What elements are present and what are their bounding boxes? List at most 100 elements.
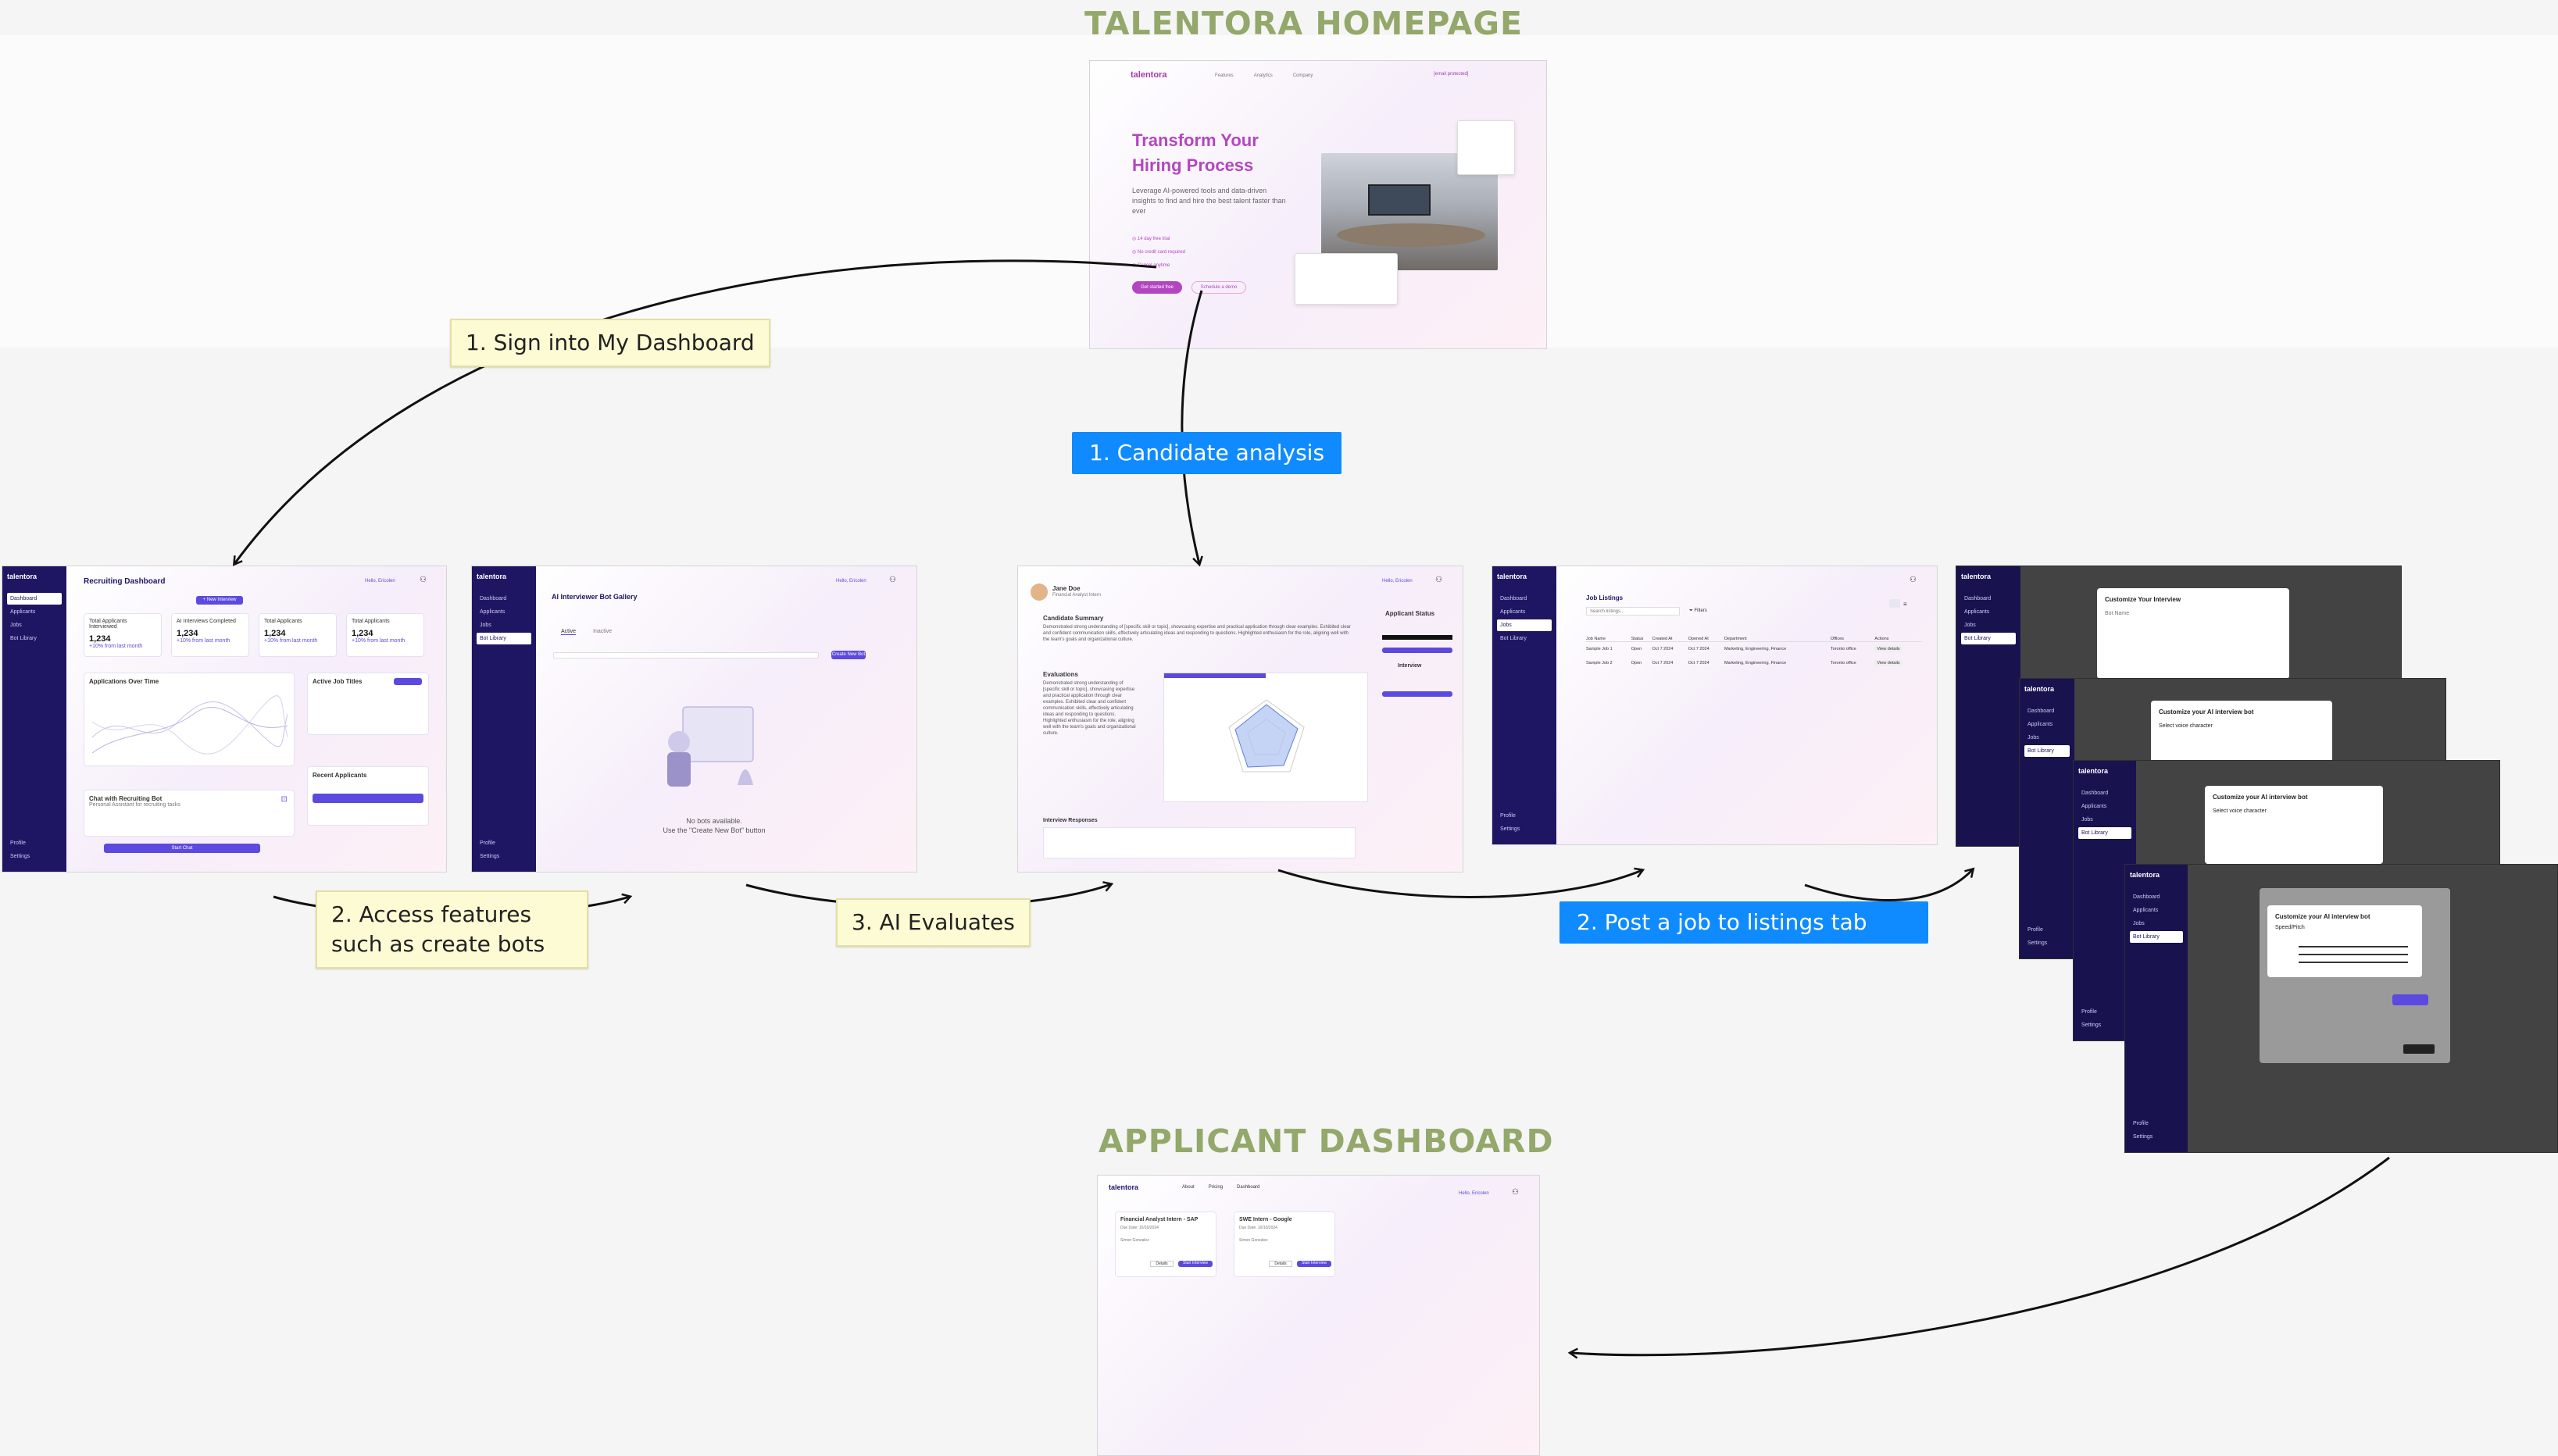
sidebar-item-dashboard[interactable]: Dashboard	[1964, 596, 1992, 601]
status-update-button[interactable]	[1382, 648, 1452, 653]
nav-item-dashboard[interactable]: Dashboard	[1237, 1185, 1260, 1190]
customize-modal[interactable]: Customize your AI interview bot Select v…	[2205, 786, 2383, 864]
sidebar-item-dashboard[interactable]: Dashboard	[1500, 596, 1527, 601]
sidebar-item-bot-library[interactable]: Bot Library	[2130, 931, 2183, 943]
sidebar-item-profile[interactable]: Profile	[2027, 927, 2043, 933]
start-chat-button[interactable]: Start Chat	[104, 844, 260, 853]
start-interview-button[interactable]: Start Interview	[1297, 1261, 1331, 1267]
sidebar-item-jobs[interactable]: Jobs	[10, 623, 22, 628]
status-select[interactable]	[1382, 635, 1452, 640]
sidebar-item-bot-library[interactable]: Bot Library	[2078, 827, 2131, 839]
sidebar-item-bot-library[interactable]: Bot Library	[10, 636, 37, 641]
sidebar-item-settings[interactable]: Settings	[2027, 940, 2048, 946]
sidebar-item-applicants[interactable]: Applicants	[2027, 722, 2053, 727]
user-icon[interactable]: ⚇	[420, 576, 427, 584]
speed-slider[interactable]	[2299, 946, 2408, 947]
search-input[interactable]	[1586, 607, 1680, 616]
sidebar-item-bot-library[interactable]: Bot Library	[2024, 745, 2070, 757]
sidebar-item-applicants[interactable]: Applicants	[1964, 609, 1990, 615]
view-details-button[interactable]: View details	[1874, 645, 1902, 652]
sidebar-item-jobs[interactable]: Jobs	[2081, 817, 2093, 823]
interview-action-button[interactable]	[1382, 691, 1452, 697]
job-listings-screen[interactable]: talentora Dashboard Applicants Jobs Bot …	[1492, 566, 1938, 845]
user-icon[interactable]: ⚇	[889, 576, 896, 584]
summary-text: Demonstrated strong understanding of [sp…	[1043, 625, 1351, 642]
customize-screen-4[interactable]: talentora Dashboard Applicants Jobs Bot …	[2124, 864, 2558, 1153]
user-icon[interactable]: ⚇	[1435, 576, 1442, 584]
customize-modal[interactable]: Customize Your Interview Bot Name	[2097, 588, 2289, 679]
start-interview-button[interactable]: Start Interview	[1178, 1261, 1213, 1267]
sidebar-item-settings[interactable]: Settings	[480, 854, 500, 859]
pitch-slider[interactable]	[2299, 954, 2408, 955]
bot-gallery-screen[interactable]: talentora Dashboard Applicants Jobs Bot …	[471, 566, 917, 873]
tab-active[interactable]: Active	[561, 629, 577, 635]
volume-slider[interactable]	[2299, 962, 2408, 963]
sidebar-item-jobs[interactable]: Jobs	[2133, 921, 2145, 926]
sidebar-item-dashboard[interactable]: Dashboard	[2133, 894, 2160, 900]
job-card[interactable]: SWE Intern - Google Due Date: 10/10/2024…	[1234, 1212, 1335, 1277]
new-interview-button[interactable]: + New Interview	[196, 596, 243, 605]
sidebar-item-profile[interactable]: Profile	[2133, 1121, 2149, 1126]
customize-modal[interactable]: Customize your AI interview bot Select v…	[2151, 701, 2332, 763]
list-view-icon[interactable]: ≡	[1903, 601, 1907, 608]
sidebar-item-jobs[interactable]: Jobs	[480, 623, 491, 628]
sidebar-item-jobs[interactable]: Jobs	[2027, 735, 2039, 740]
sidebar-item-dashboard[interactable]: Dashboard	[480, 596, 507, 601]
nav-item-about[interactable]: About	[1182, 1185, 1195, 1190]
sidebar-item-profile[interactable]: Profile	[1500, 813, 1516, 819]
sidebar-item-profile[interactable]: Profile	[10, 840, 26, 846]
sidebar-item-settings[interactable]: Settings	[10, 854, 30, 859]
save-button[interactable]	[2392, 994, 2428, 1005]
homepage-screen[interactable]: talentora Features Analytics Company [em…	[1089, 60, 1547, 349]
sidebar-item-profile[interactable]: Profile	[2081, 1009, 2097, 1015]
chat-bot-card: Chat with Recruiting Bot Personal Assist…	[84, 790, 295, 837]
tab-inactive[interactable]: Inactive	[593, 629, 613, 634]
sidebar-item-settings[interactable]: Settings	[1500, 826, 1520, 832]
search-input[interactable]	[553, 652, 819, 658]
details-button[interactable]: Details	[1269, 1261, 1292, 1267]
sidebar-item-applicants[interactable]: Applicants	[480, 609, 506, 615]
radar-tab-active[interactable]	[1164, 673, 1266, 678]
sidebar-item-dashboard[interactable]: Dashboard	[7, 593, 62, 605]
user-icon[interactable]: ⚇	[1910, 576, 1917, 584]
sidebar-item-profile[interactable]: Profile	[480, 840, 495, 846]
empty-state-illustration	[667, 706, 754, 787]
create-bot-button[interactable]: Create New Bot	[831, 651, 866, 659]
sidebar-item-dashboard[interactable]: Dashboard	[2027, 708, 2055, 714]
sidebar-item-applicants[interactable]: Applicants	[1500, 609, 1526, 615]
schedule-demo-button[interactable]: Schedule a demo	[1191, 281, 1246, 294]
customize-modal[interactable]: Customize your AI interview bot Speed/Pi…	[2267, 905, 2422, 977]
nav-item-features[interactable]: Features	[1215, 73, 1234, 78]
recruiting-dashboard-screen[interactable]: talentora Dashboard Applicants Jobs Bot …	[2, 566, 447, 873]
applicant-dashboard-screen[interactable]: talentora About Pricing Dashboard Hello,…	[1097, 1175, 1540, 1456]
sidebar-item-jobs[interactable]: Jobs	[1964, 623, 1976, 628]
get-started-button[interactable]: Get started free	[1132, 281, 1182, 294]
sidebar-item-settings[interactable]: Settings	[2133, 1134, 2153, 1140]
user-icon[interactable]: ⚇	[1512, 1188, 1519, 1197]
sidebar-item-jobs[interactable]: Jobs	[1497, 619, 1552, 631]
sidebar-item-bot-library[interactable]: Bot Library	[1961, 633, 2016, 644]
nav-item-company[interactable]: Company	[1292, 73, 1313, 78]
job-card[interactable]: Financial Analyst Intern - SAP Due Date:…	[1115, 1212, 1216, 1277]
sidebar-item-applicants[interactable]: Applicants	[2133, 908, 2159, 913]
filters-button[interactable]: ⏷ Filters	[1689, 608, 1707, 613]
next-button[interactable]	[2403, 1044, 2435, 1054]
candidate-analysis-screen[interactable]: Jane Doe Financial Analyst Intern Hello,…	[1017, 566, 1463, 873]
modal-title: Customize your AI interview bot	[2213, 794, 2308, 801]
view-details-button[interactable]: View details	[1874, 659, 1902, 666]
nav-item-analytics[interactable]: Analytics	[1253, 73, 1273, 78]
sidebar-item-applicants[interactable]: Applicants	[10, 609, 36, 615]
nav-item-pricing[interactable]: Pricing	[1208, 1185, 1224, 1190]
recent-applicants-card: Recent Applicants	[307, 766, 429, 826]
details-button[interactable]: Details	[1150, 1261, 1174, 1267]
sidebar-item-applicants[interactable]: Applicants	[2081, 804, 2107, 809]
grid-view-icon[interactable]	[1889, 599, 1900, 608]
sidebar-item-settings[interactable]: Settings	[2081, 1022, 2102, 1028]
sidebar-item-bot-library[interactable]: Bot Library	[1500, 636, 1527, 641]
job-title: SWE Intern - Google	[1239, 1217, 1292, 1222]
sidebar-item-dashboard[interactable]: Dashboard	[2081, 790, 2109, 796]
sidebar-item-bot-library[interactable]: Bot Library	[477, 633, 531, 644]
modal-overlay-panel: Customize your AI interview bot Speed/Pi…	[2260, 888, 2450, 1063]
